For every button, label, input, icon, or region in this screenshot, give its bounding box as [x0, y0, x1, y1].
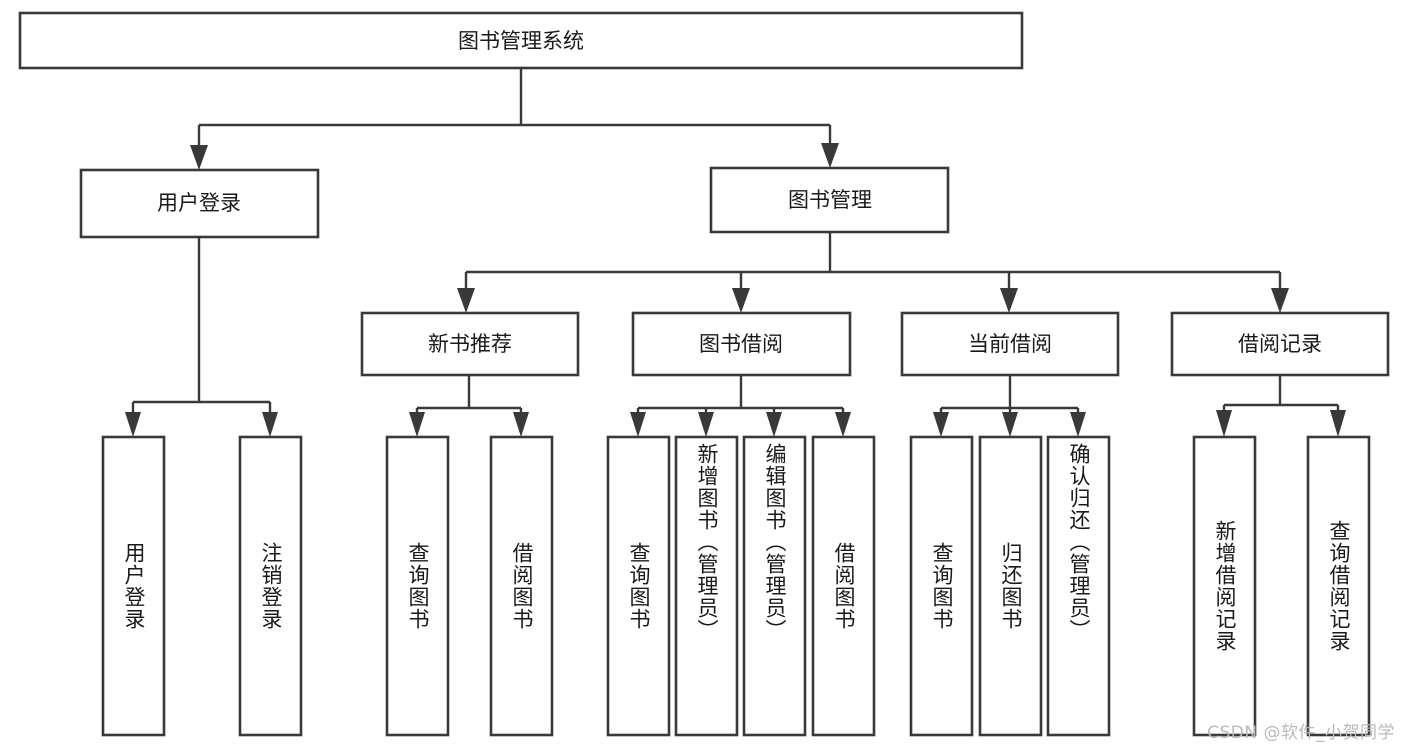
- node-book-borrow-box[interactable]: [631, 311, 852, 377]
- leaf-box-confirm-return[interactable]: [1046, 435, 1111, 737]
- leaf-box-query-book-3[interactable]: [909, 435, 974, 737]
- arrowhead-new-book: [457, 288, 475, 313]
- node-book-manage-label: 图书管理: [788, 188, 872, 212]
- leaf-box-add-record[interactable]: [1192, 435, 1257, 737]
- arrowhead-leaf-borrow-book-2: [835, 412, 851, 437]
- node-root[interactable]: 图书管理系统: [18, 11, 1024, 70]
- leaf-box-logout[interactable]: [238, 435, 303, 737]
- arrowhead-current-borrow: [1000, 288, 1018, 313]
- arrowhead-book-borrow: [732, 288, 750, 313]
- watermark: CSDN @软件_小贺同学: [1207, 723, 1395, 743]
- leaf-box-borrow-book-1[interactable]: [489, 435, 554, 737]
- node-user-login[interactable]: 用户登录: [79, 168, 320, 239]
- node-current-borrow[interactable]: 当前借阅: [900, 311, 1120, 377]
- leaf-box-edit-book[interactable]: [742, 435, 807, 737]
- node-new-book-recommend[interactable]: 新书推荐: [360, 311, 580, 377]
- leaf-box-add-book[interactable]: [674, 435, 739, 737]
- arrowhead-book-manage: [821, 143, 839, 168]
- node-user-login-box[interactable]: [79, 168, 320, 239]
- arrowhead-leaf-query-book-2: [630, 412, 646, 437]
- node-book-borrow[interactable]: 图书借阅: [631, 311, 852, 377]
- node-current-borrow-label: 当前借阅: [968, 332, 1052, 356]
- arrowhead-user-login: [190, 145, 208, 170]
- leaf-box-return-book[interactable]: [978, 435, 1043, 737]
- node-borrow-record-label: 借阅记录: [1238, 332, 1322, 356]
- leaf-box-user-login[interactable]: [101, 435, 166, 737]
- arrowhead-leaf-add-record: [1216, 410, 1232, 437]
- node-borrow-record-box[interactable]: [1170, 311, 1390, 377]
- leaf-box-query-book-1[interactable]: [385, 435, 450, 737]
- arrowhead-leaf-confirm-return: [1070, 412, 1086, 437]
- arrowhead-leaf-query-record: [1330, 410, 1346, 437]
- node-user-login-label: 用户登录: [157, 191, 241, 215]
- node-book-borrow-label: 图书借阅: [699, 332, 783, 356]
- node-root-label: 图书管理系统: [458, 29, 584, 53]
- leaf-box-query-record[interactable]: [1306, 435, 1371, 737]
- arrowhead-leaf-edit-book: [766, 412, 782, 437]
- arrowhead-leaf-add-book: [698, 412, 714, 437]
- arrowhead-leaf-logout: [262, 412, 278, 437]
- node-book-manage[interactable]: 图书管理: [709, 166, 950, 234]
- arrowhead-leaf-query-book-1: [409, 412, 425, 437]
- node-new-book-recommend-box[interactable]: [360, 311, 580, 377]
- leaf-box-query-book-2[interactable]: [606, 435, 671, 737]
- arrowhead-leaf-return-book: [1002, 412, 1018, 437]
- arrow-heads: [125, 143, 1346, 437]
- node-current-borrow-box[interactable]: [900, 311, 1120, 377]
- arrowhead-leaf-query-book-3: [933, 412, 949, 437]
- arrowhead-leaf-user-login: [125, 412, 141, 437]
- node-borrow-record[interactable]: 借阅记录: [1170, 311, 1390, 377]
- arrowhead-borrow-record: [1271, 288, 1289, 313]
- node-new-book-recommend-label: 新书推荐: [428, 332, 512, 356]
- leaf-box-borrow-book-2[interactable]: [811, 435, 876, 737]
- node-book-manage-box[interactable]: [709, 166, 950, 234]
- leaf-boxes[interactable]: [101, 435, 1371, 737]
- node-root-box[interactable]: [18, 11, 1024, 70]
- arrowhead-leaf-borrow-book-1: [513, 412, 529, 437]
